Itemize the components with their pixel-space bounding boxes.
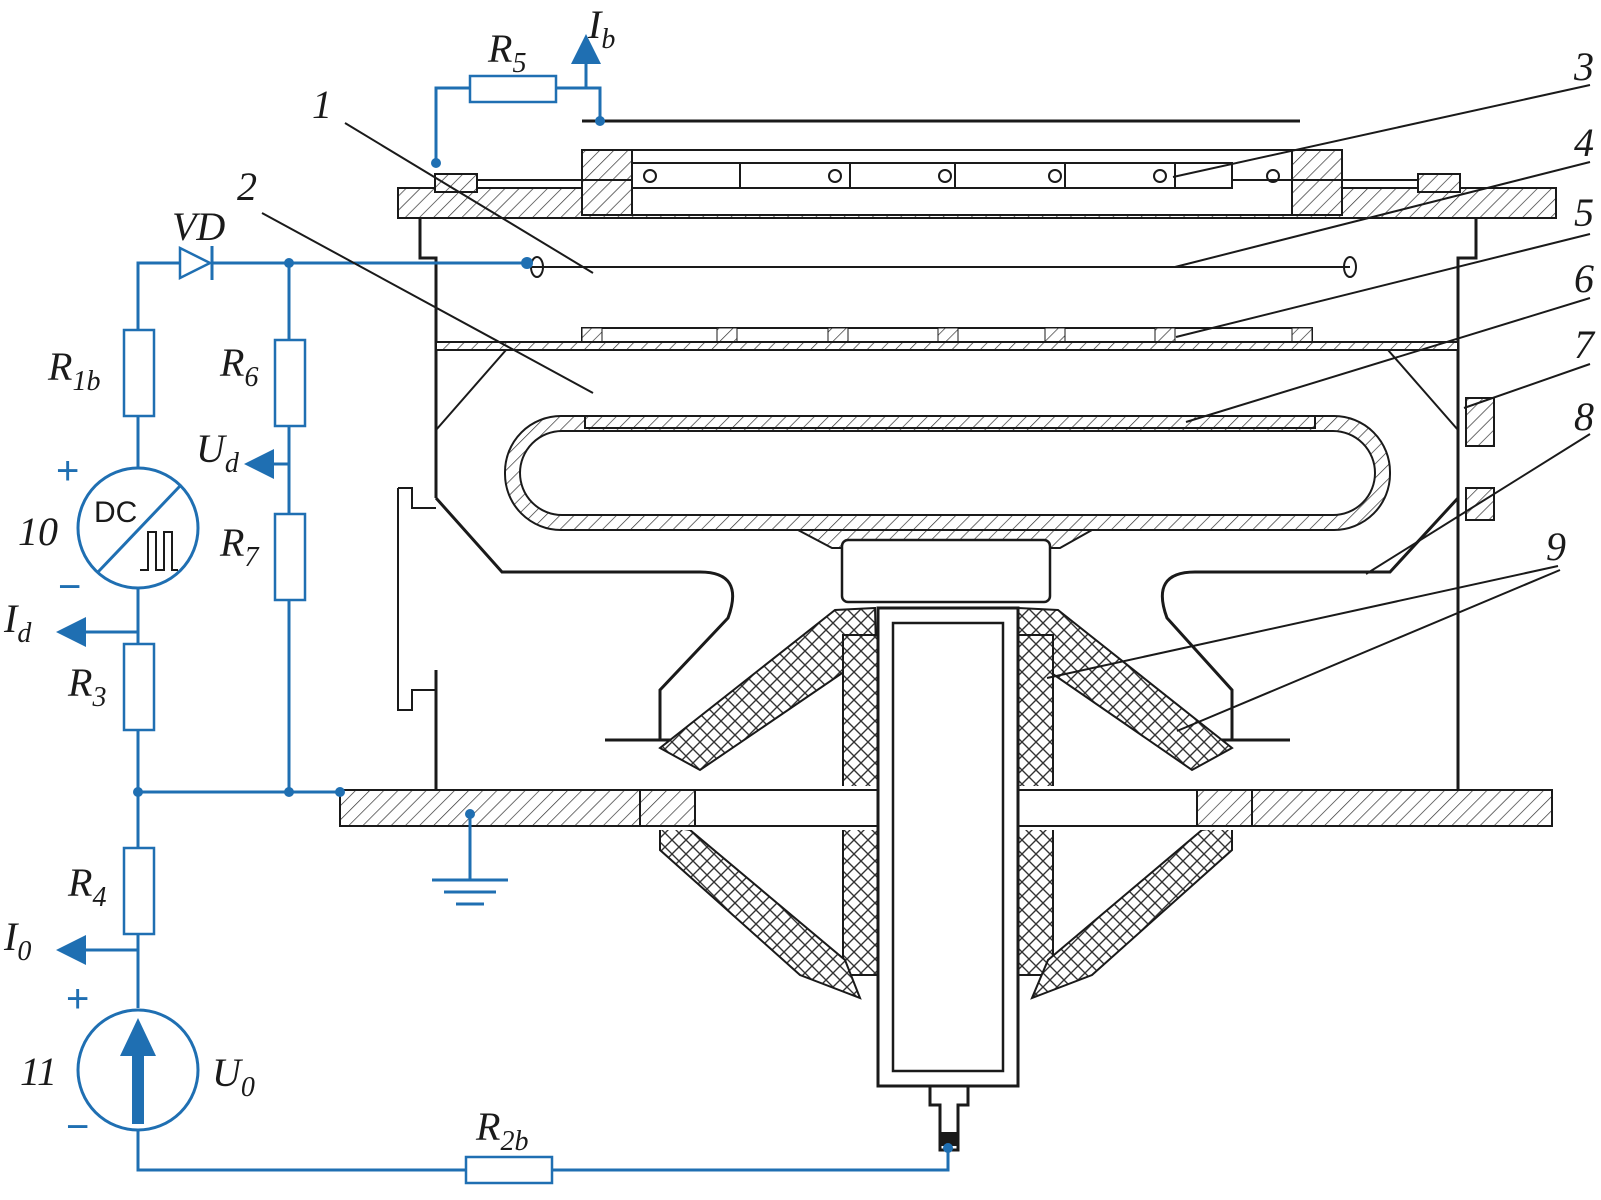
minus-sign-10: − (58, 565, 81, 609)
label-Ud: Ud (196, 426, 240, 479)
label-8: 8 (1574, 394, 1594, 439)
label-4: 4 (1574, 120, 1594, 165)
label-11: 11 (20, 1049, 57, 1094)
minus-sign-11: − (66, 1105, 89, 1149)
label-R5: R5 (487, 26, 526, 79)
resistor-R4 (122, 846, 156, 936)
label-R4: R4 (67, 860, 106, 913)
dc-pulse-source-10 (76, 466, 200, 590)
label-R3: R3 (67, 660, 106, 713)
chamber-assembly (339, 119, 1557, 1152)
grid-3-holes (631, 162, 1280, 189)
label-3: 3 (1573, 44, 1594, 89)
label-6: 6 (1574, 256, 1594, 301)
partition-plate (435, 341, 1459, 351)
left-wall (418, 218, 438, 498)
plus-sign-11: + (66, 977, 89, 1021)
resistor-R6 (273, 338, 307, 428)
circuit (56, 34, 953, 1185)
label-R2b: R2b (475, 1104, 528, 1157)
side-port (397, 487, 436, 711)
voltage-source-11 (76, 1008, 200, 1132)
label-5: 5 (1574, 190, 1594, 235)
label-I0: I0 (3, 914, 31, 967)
label-VD: VD (172, 204, 225, 249)
label-R1b: R1b (47, 344, 100, 397)
label-R7: R7 (219, 520, 259, 573)
label-7: 7 (1574, 322, 1596, 367)
resistor-R5 (468, 74, 558, 104)
shield-8-right (1161, 496, 1460, 740)
support-block (840, 538, 1052, 604)
leader-lines (261, 84, 1591, 732)
diode-VD (178, 245, 214, 281)
source-markings: DC + − + − (56, 449, 137, 1149)
resistor-R3 (122, 642, 156, 732)
label-Id: Id (3, 596, 32, 649)
component-labels: R5 Ib VD R1b R6 Ud R7 Id R3 R4 I0 U0 R2b (3, 2, 615, 1157)
dc-text: DC (94, 496, 137, 529)
right-wall (1456, 218, 1478, 790)
window-7-bottom (1465, 487, 1495, 521)
label-R6: R6 (219, 340, 258, 393)
resistor-R1b (122, 328, 156, 418)
part-number-labels: 1 2 3 4 5 6 7 8 9 10 11 (18, 44, 1596, 1094)
label-10: 10 (18, 509, 58, 554)
ground-symbol (432, 809, 508, 906)
resistor-R7 (273, 512, 307, 602)
label-2: 2 (237, 164, 257, 209)
label-9: 9 (1546, 524, 1566, 569)
cathode-6 (504, 415, 1391, 531)
label-U0: U0 (212, 1050, 255, 1103)
resistor-R2b (464, 1155, 554, 1185)
label-1: 1 (312, 82, 332, 127)
plus-sign-10: + (56, 449, 79, 493)
shield-8-left (434, 497, 734, 740)
label-Ib: Ib (587, 2, 615, 55)
